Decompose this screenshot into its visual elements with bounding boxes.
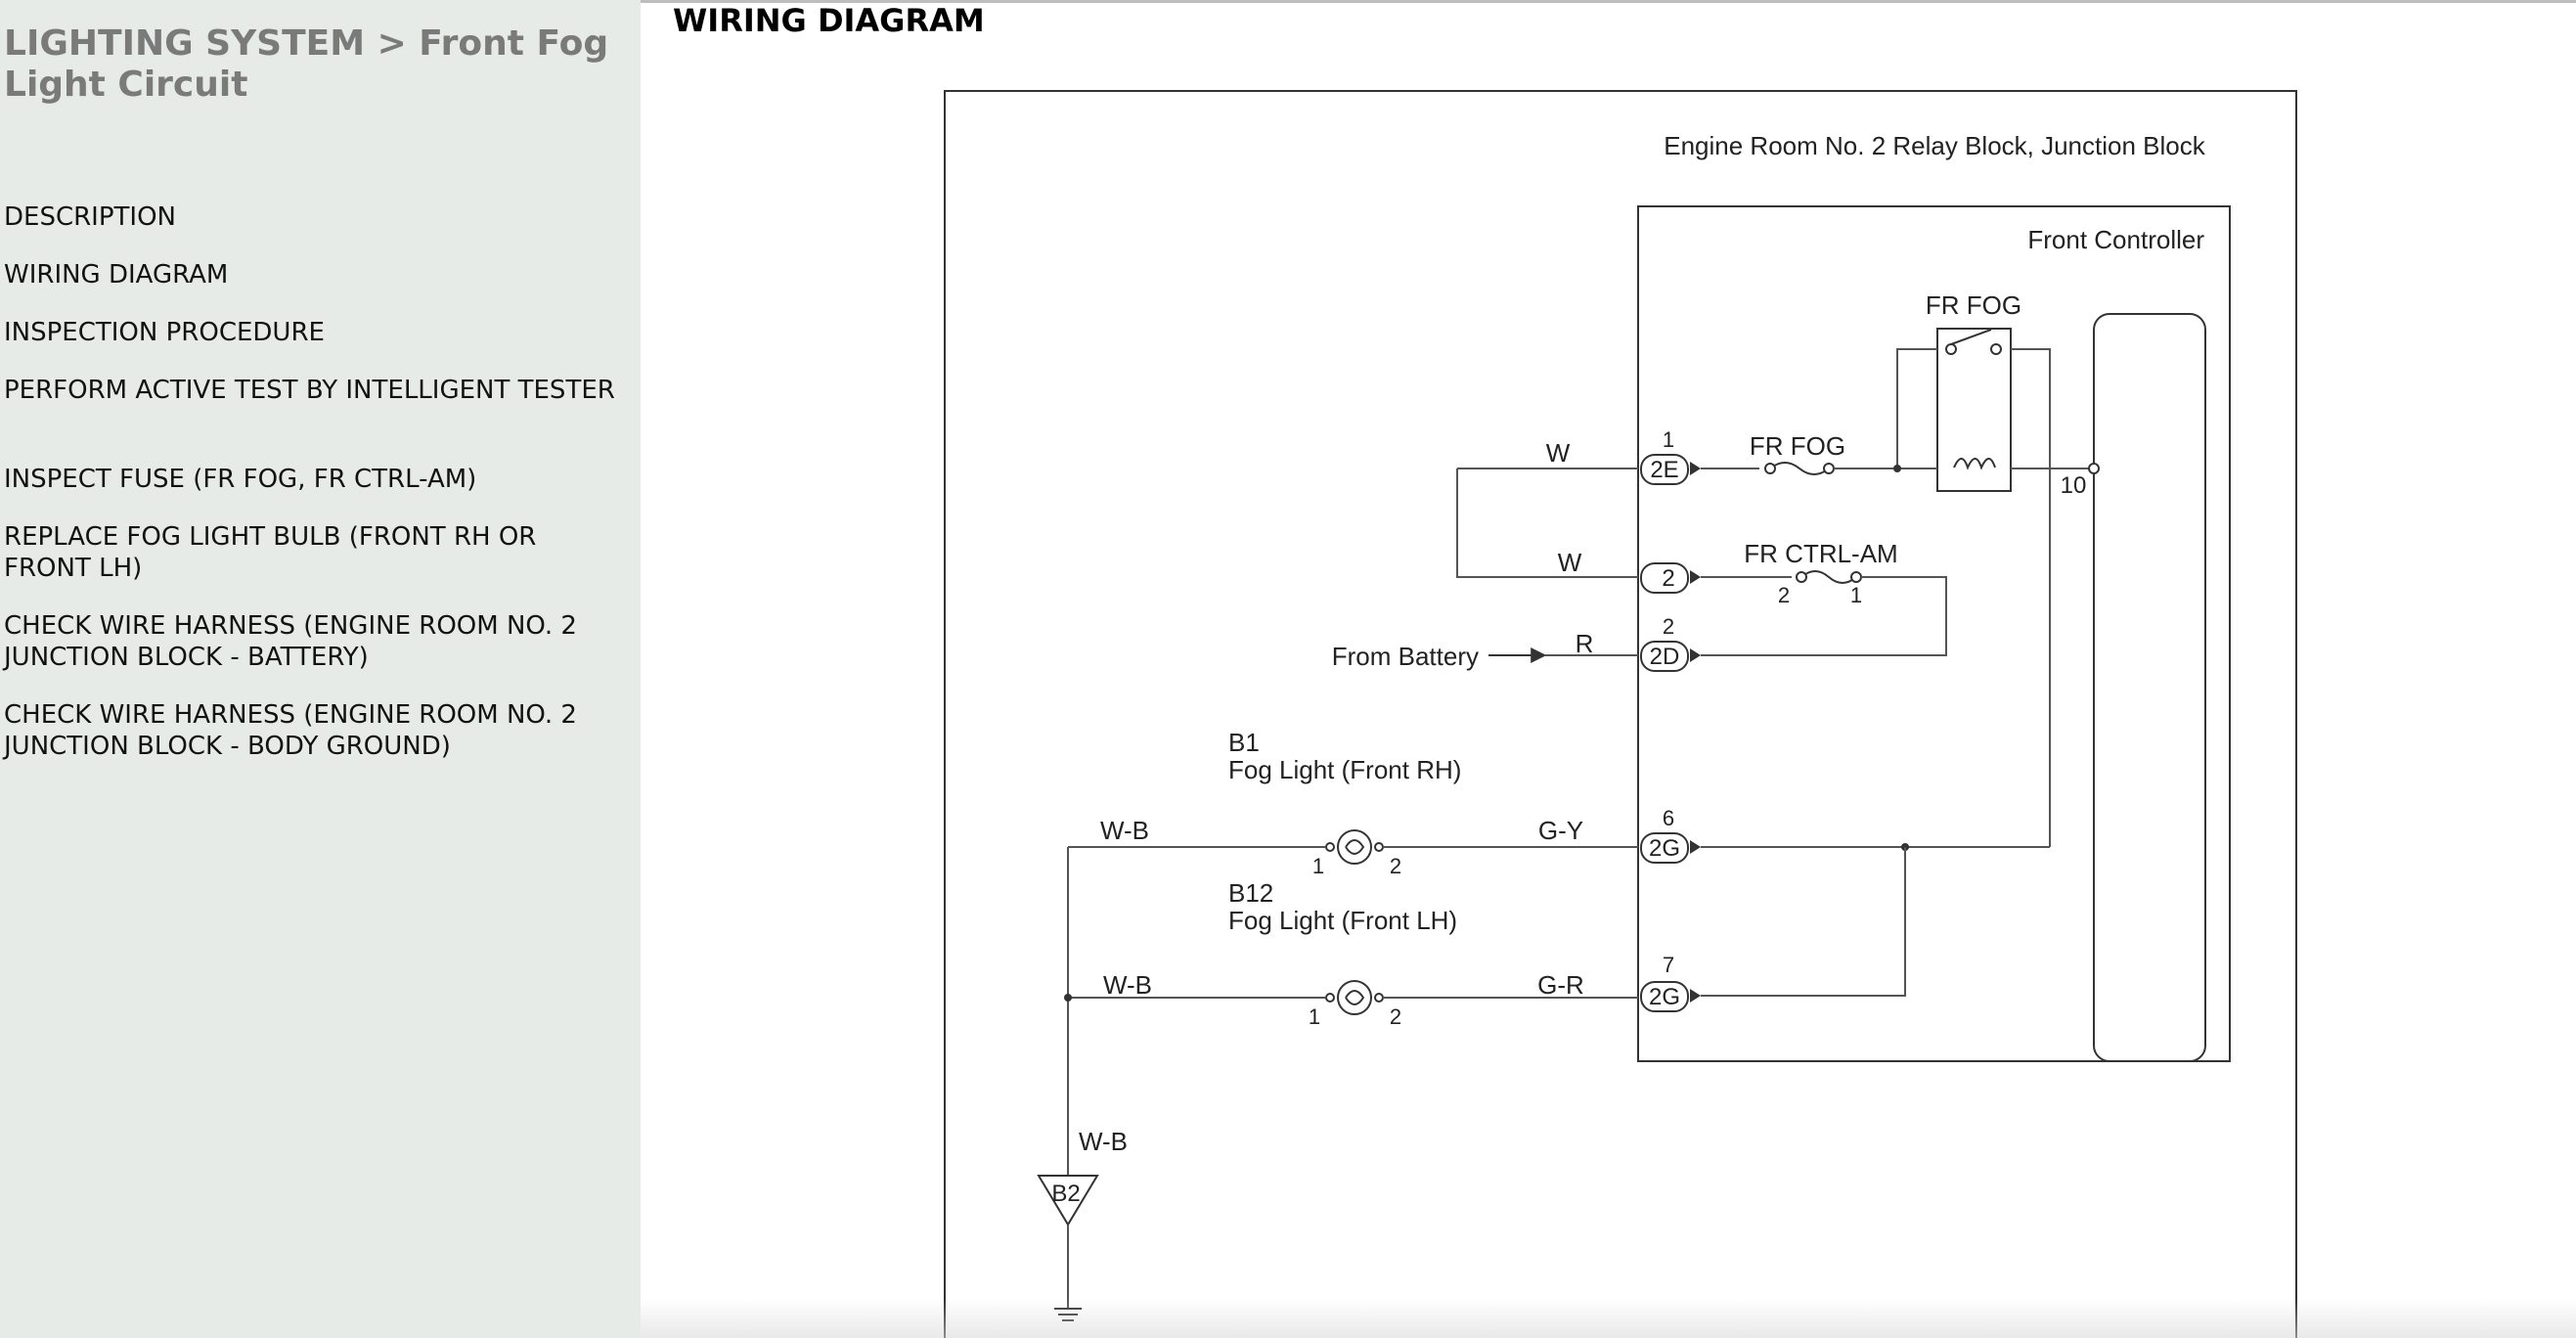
connector-2-label: 2 — [1662, 565, 1674, 592]
wire-color-wb2: W-B — [1103, 970, 1152, 1000]
fog-lh-code: B12 — [1228, 878, 1273, 908]
wire-color-w1: W — [1546, 438, 1571, 468]
connector-2e-label: 2E — [1650, 457, 1678, 483]
sidebar-item-active-test[interactable]: PERFORM ACTIVE TEST BY INTELLIGENT TESTE… — [4, 376, 615, 405]
fog-lh-name: Fog Light (Front LH) — [1228, 906, 1457, 935]
fog-lh-pin2: 2 — [1390, 1004, 1401, 1029]
connector-2d — [1640, 641, 1689, 672]
section-heading: WIRING DIAGRAM — [673, 2, 985, 39]
connector-2g-7 — [1640, 981, 1689, 1012]
diagram-frame — [944, 90, 2297, 1338]
sidebar: LIGHTING SYSTEM > Front Fog Light Circui… — [0, 0, 641, 1338]
sidebar-item-description[interactable]: DESCRIPTION — [4, 202, 176, 232]
wire-color-gy: G-Y — [1538, 816, 1583, 845]
fuse-pin-2: 2 — [1778, 583, 1790, 607]
from-battery-label: From Battery — [1332, 642, 1479, 671]
front-controller-label: Front Controller — [2027, 225, 2204, 254]
fuse-pin-1: 1 — [1850, 583, 1862, 607]
relay-coil-icon — [1953, 458, 1996, 470]
wire-color-wb1: W-B — [1100, 816, 1149, 845]
sidebar-item-check-harness-ground[interactable]: CHECK WIRE HARNESS (ENGINE ROOM NO. 2 JU… — [4, 700, 577, 761]
fog-rh-pin2: 2 — [1390, 854, 1401, 878]
sidebar-item-wiring-diagram[interactable]: WIRING DIAGRAM — [4, 260, 229, 290]
wire-color-w2: W — [1558, 548, 1582, 577]
fog-rh-pin1: 1 — [1312, 854, 1324, 878]
pin-2g-6: 6 — [1663, 806, 1674, 830]
pin-2e-1: 1 — [1663, 427, 1674, 452]
junction-block-label: Engine Room No. 2 Relay Block, Junction … — [1664, 131, 2205, 160]
fuse-fr-fog-label: FR FOG — [1750, 431, 1845, 461]
fuse-fr-ctrl-am-icon — [1800, 570, 1857, 584]
connector-2g-6 — [1640, 832, 1689, 864]
front-controller-box — [2093, 313, 2206, 1062]
wire-color-wb3: W-B — [1079, 1127, 1128, 1156]
connector-2d-label: 2D — [1650, 644, 1680, 670]
fog-lh-pin1: 1 — [1309, 1004, 1320, 1029]
top-border — [0, 0, 2576, 3]
connector-2g-7-label: 2G — [1649, 984, 1680, 1010]
wire-color-gr: G-R — [1537, 970, 1584, 1000]
fuse-fr-fog-icon — [1769, 462, 1830, 475]
page-title: LIGHTING SYSTEM > Front Fog Light Circui… — [4, 23, 609, 105]
ground-label: B2 — [1051, 1181, 1080, 1207]
connector-2g-6-label: 2G — [1649, 835, 1680, 862]
sidebar-item-replace-bulb[interactable]: REPLACE FOG LIGHT BULB (FRONT RH OR FRON… — [4, 522, 537, 583]
connector-2 — [1640, 562, 1689, 594]
relay-box — [1936, 328, 2012, 492]
junction-block-box — [1637, 205, 2231, 1062]
fog-light-lh-icon — [1337, 980, 1372, 1015]
sidebar-item-inspection-procedure[interactable]: INSPECTION PROCEDURE — [4, 318, 325, 347]
fog-rh-name: Fog Light (Front RH) — [1228, 755, 1461, 784]
fog-light-rh-icon — [1337, 829, 1372, 865]
ground-point-icon — [1037, 1175, 1099, 1226]
connector-2e — [1640, 454, 1689, 485]
pin-10: 10 — [2061, 472, 2087, 499]
wire-color-r: R — [1576, 629, 1594, 658]
relay-label: FR FOG — [1926, 290, 2021, 320]
pin-2g-7: 7 — [1663, 953, 1674, 977]
fuse-fr-ctrl-am-label: FR CTRL-AM — [1744, 539, 1897, 568]
fog-rh-code: B1 — [1228, 728, 1260, 757]
sidebar-item-inspect-fuse[interactable]: INSPECT FUSE (FR FOG, FR CTRL-AM) — [4, 465, 477, 494]
sidebar-item-check-harness-battery[interactable]: CHECK WIRE HARNESS (ENGINE ROOM NO. 2 JU… — [4, 611, 577, 672]
pin-2d-2: 2 — [1663, 614, 1674, 639]
